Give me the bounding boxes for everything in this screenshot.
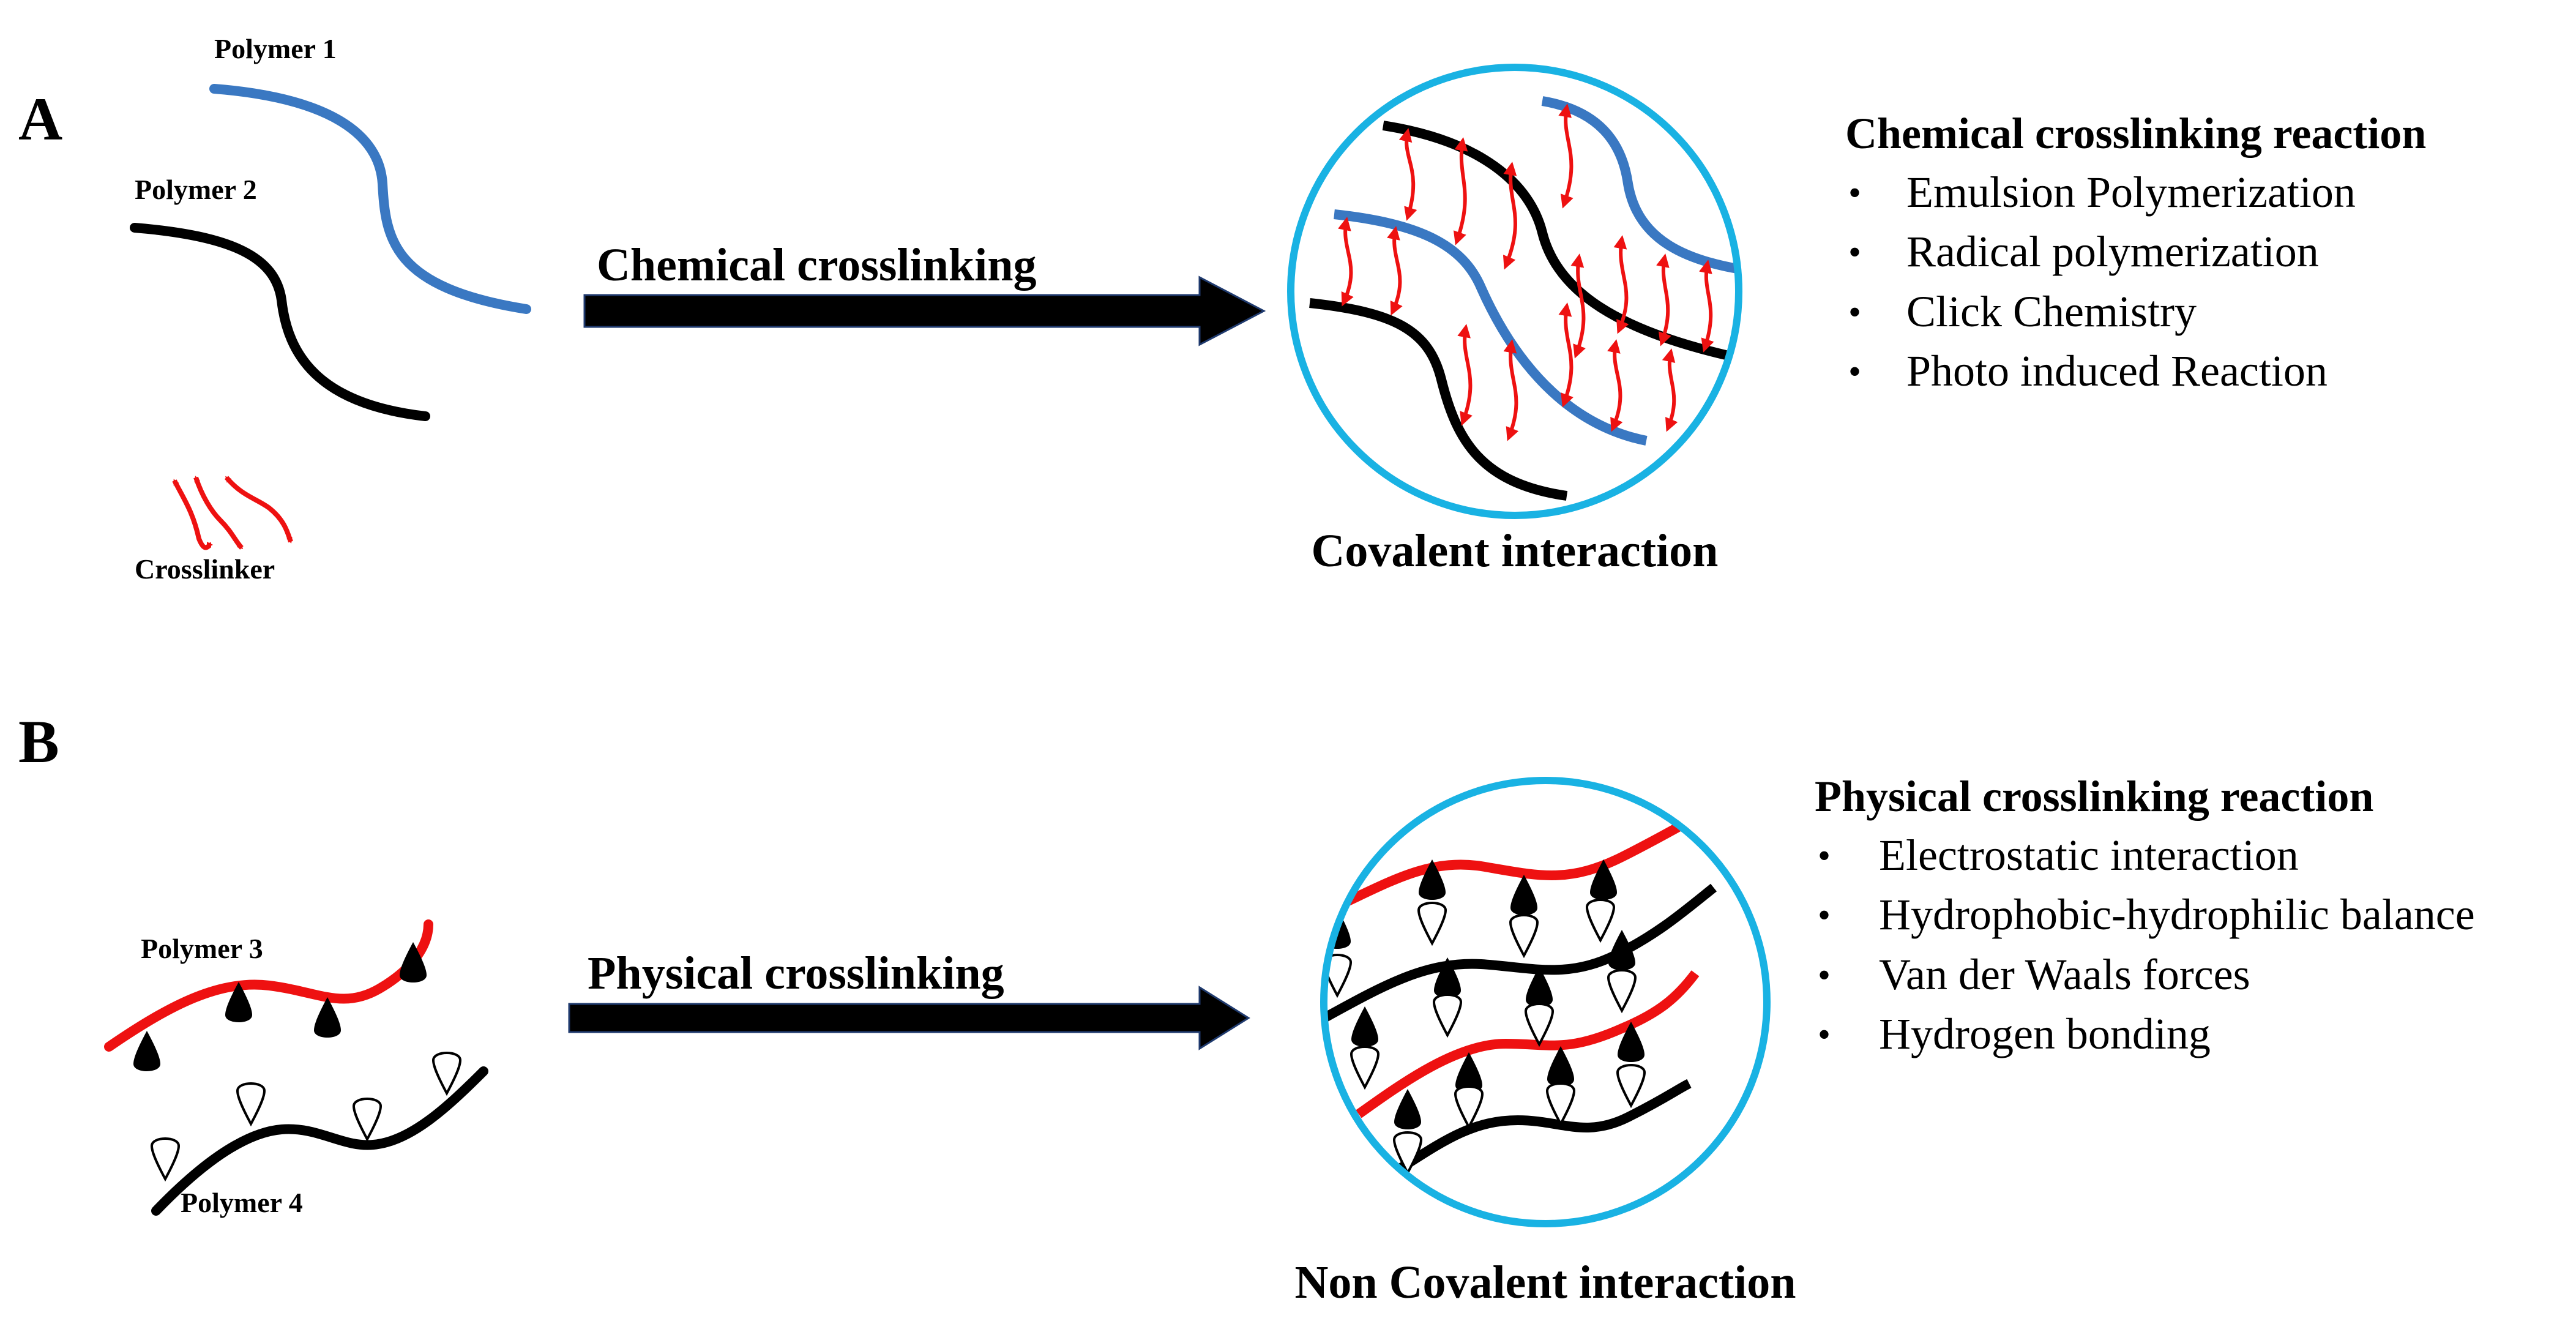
white-teardrop-icon <box>353 1098 382 1140</box>
chemical-crosslinking-label: Chemical crosslinking <box>597 239 1037 291</box>
white-teardrop-icon <box>1546 1082 1575 1125</box>
covalent-interaction-label: Covalent interaction <box>1312 525 1719 577</box>
polymer-4-label: Polymer 4 <box>181 1187 303 1218</box>
bullet-icon: • <box>1818 836 1831 876</box>
white-teardrop-icon <box>1525 1003 1554 1046</box>
crosslinker-icon <box>172 476 293 550</box>
bullet-icon: • <box>1818 955 1831 995</box>
covalent-network-circle <box>1287 64 1742 519</box>
chemical-reaction-heading: Chemical crosslinking reaction <box>1845 109 2426 158</box>
panel-a-letter: A <box>18 85 62 153</box>
chemical-reaction-item: Photo induced Reaction <box>1906 346 2328 395</box>
panel-b-letter: B <box>18 708 59 776</box>
white-teardrop-icon <box>1433 994 1462 1036</box>
chemical-reaction-item: Radical polymerization <box>1906 227 2319 276</box>
white-teardrop-icon <box>1509 914 1539 957</box>
polymer-4-hydrophilic-groups <box>151 1052 461 1180</box>
black-teardrop-icon <box>1608 930 1635 970</box>
physical-crosslinking-arrow <box>568 986 1250 1050</box>
polymer-2-label: Polymer 2 <box>135 174 257 205</box>
black-teardrop-icon <box>1351 1006 1378 1047</box>
white-teardrop-icon <box>1417 902 1447 945</box>
polymer-4-chain <box>151 1066 488 1216</box>
black-teardrop-icon <box>1394 1089 1421 1129</box>
physical-reaction-item: Van der Waals forces <box>1879 950 2250 999</box>
white-teardrop-icon <box>1586 899 1615 941</box>
chemical-reaction-item: Click Chemistry <box>1906 287 2197 336</box>
crosslinker-label: Crosslinker <box>135 553 275 585</box>
white-teardrop-icon <box>1616 1064 1646 1107</box>
black-teardrop-icon <box>1510 875 1537 915</box>
physical-reaction-item: Electrostatic interaction <box>1879 831 2299 880</box>
physical-crosslinking-label: Physical crosslinking <box>588 948 1004 999</box>
white-teardrop-icon <box>432 1052 461 1095</box>
non-covalent-network <box>1324 803 1717 1180</box>
black-teardrop-icon <box>1547 1046 1574 1087</box>
black-teardrop-icon <box>133 1031 160 1071</box>
white-teardrop-icon <box>1454 1085 1484 1128</box>
physical-reaction-item: Hydrogen bonding <box>1879 1009 2211 1058</box>
polymer-1-label: Polymer 1 <box>214 33 337 64</box>
polymer-2-chain <box>130 223 430 421</box>
non-covalent-interaction-label: Non Covalent interaction <box>1294 1257 1796 1308</box>
white-teardrop-icon <box>151 1137 180 1180</box>
physical-reaction-heading: Physical crosslinking reaction <box>1815 772 2373 821</box>
bullet-icon: • <box>1848 351 1861 392</box>
white-teardrop-icon <box>1350 1046 1379 1088</box>
bullet-icon: • <box>1818 895 1831 935</box>
non-covalent-network-circle <box>1320 777 1771 1227</box>
bullet-icon: • <box>1818 1014 1831 1055</box>
bullet-icon: • <box>1848 232 1861 272</box>
physical-reaction-list: • Electrostatic interaction • Hydrophobi… <box>1818 831 2475 1058</box>
polymer-3-label: Polymer 3 <box>141 933 263 964</box>
physical-reaction-item: Hydrophobic-hydrophilic balance <box>1879 890 2475 939</box>
white-teardrop-icon <box>1607 969 1637 1012</box>
covalent-network <box>1309 96 1739 501</box>
bullet-icon: • <box>1848 173 1861 213</box>
chemical-reaction-list: • Emulsion Polymerization • Radical poly… <box>1848 168 2356 395</box>
chemical-crosslinking-arrow <box>583 275 1266 346</box>
bullet-icon: • <box>1848 292 1861 332</box>
white-teardrop-icon <box>236 1082 266 1125</box>
chemical-reaction-item: Emulsion Polymerization <box>1906 168 2356 217</box>
polymer-1-chain <box>209 84 531 314</box>
